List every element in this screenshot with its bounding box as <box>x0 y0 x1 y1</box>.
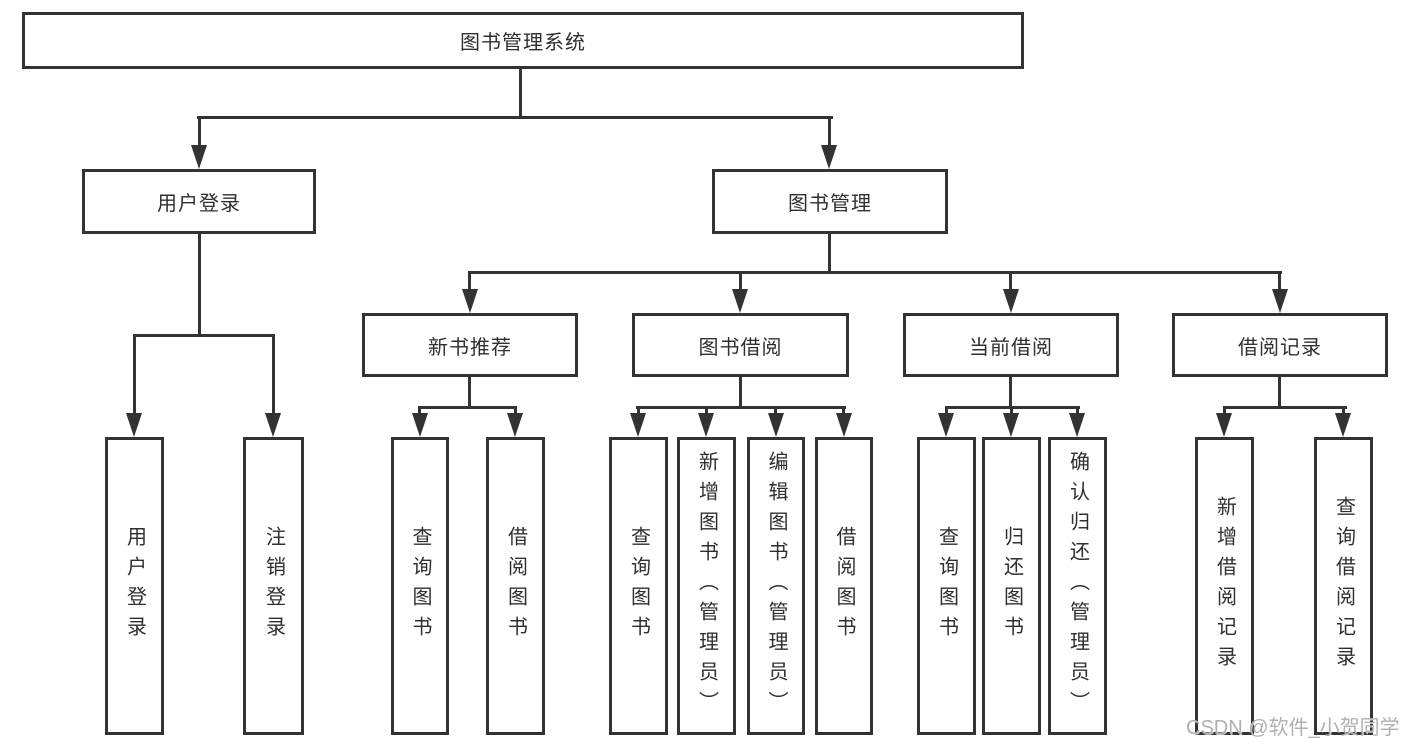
leaf-query-books-borrowing-label: 查询图书 <box>627 526 650 646</box>
connector-userlogin-down <box>198 231 201 337</box>
leaf-user-login-label: 用户登录 <box>123 526 146 646</box>
connector-records-leaf1-stem <box>1223 406 1226 415</box>
connector-borrowing-leaf4-stem <box>842 406 845 415</box>
node-book-borrowing: 图书借阅 <box>632 313 849 377</box>
connector-current-down <box>1009 374 1012 408</box>
node-borrowing-records-label: 借阅记录 <box>1238 336 1322 359</box>
node-current-borrowing-label: 当前借阅 <box>969 336 1053 359</box>
connector-borrowing-leaf1-stem <box>637 406 640 415</box>
node-new-book-recommendation: 新书推荐 <box>362 313 578 377</box>
connector-userlogin-hline <box>133 334 275 337</box>
leaf-confirm-return-admin: 确认归还（管理员） <box>1048 437 1107 735</box>
connector-bookmgmt-stem <box>828 116 831 146</box>
node-book-borrowing-label: 图书借阅 <box>698 336 783 359</box>
connector-userlogin-stem <box>198 116 201 146</box>
connector-leaf-userlogin-stem <box>133 334 136 416</box>
connector-newbook-hline <box>418 406 517 409</box>
node-library-system-label: 图书管理系统 <box>460 32 586 54</box>
leaf-add-books-admin-label: 新增图书（管理员） <box>695 451 718 721</box>
leaf-borrow-books-recommend: 借阅图书 <box>486 437 545 735</box>
leaf-query-books-current-label: 查询图书 <box>935 526 958 646</box>
leaf-query-books-borrowing: 查询图书 <box>609 437 668 735</box>
leaf-user-login: 用户登录 <box>105 437 164 735</box>
arrow-down-borrowing-leaf3 <box>768 413 784 437</box>
connector-records-stem <box>1278 271 1281 292</box>
leaf-borrow-books-recommend-label: 借阅图书 <box>504 526 527 646</box>
connector-newbook-down <box>468 374 471 408</box>
connector-current-leaf3-stem <box>1076 406 1079 415</box>
connector-borrowing-leaf3-stem <box>774 406 777 415</box>
leaf-query-books-current: 查询图书 <box>917 437 976 735</box>
connector-records-down <box>1278 374 1281 408</box>
node-book-management: 图书管理 <box>712 169 948 234</box>
arrow-down-borrowing-leaf2 <box>698 413 714 437</box>
node-book-management-label: 图书管理 <box>788 193 872 215</box>
arrow-down-records-leaf2 <box>1335 413 1351 437</box>
node-borrowing-records: 借阅记录 <box>1172 313 1388 377</box>
leaf-query-books-recommend-label: 查询图书 <box>409 526 431 646</box>
leaf-borrow-books-borrowing-label: 借阅图书 <box>833 526 855 646</box>
connector-root-stem <box>519 66 522 118</box>
connector-newbook-leaf2-stem <box>514 406 517 415</box>
leaf-query-borrow-record: 查询借阅记录 <box>1314 437 1373 735</box>
leaf-query-books-recommend: 查询图书 <box>391 437 449 735</box>
arrow-down-bookmgmt <box>821 145 837 169</box>
leaf-return-books: 归还图书 <box>982 437 1041 735</box>
leaf-return-books-label: 归还图书 <box>1000 526 1023 646</box>
csdn-watermark: CSDN @软件_小贺同学 <box>1186 717 1400 739</box>
connector-level3-hline <box>468 271 1282 274</box>
arrow-down-leaf-logout <box>265 413 281 437</box>
arrow-down-records-leaf1 <box>1216 413 1232 437</box>
connector-current-leaf2-stem <box>1010 406 1013 415</box>
arrow-down-current <box>1003 289 1019 313</box>
arrow-down-borrowing-leaf4 <box>836 413 852 437</box>
leaf-logout-label: 注销登录 <box>262 526 285 646</box>
leaf-edit-books-admin: 编辑图书（管理员） <box>747 437 805 735</box>
arrow-down-newbook-leaf1 <box>412 413 428 437</box>
node-current-borrowing: 当前借阅 <box>903 313 1119 377</box>
connector-borrowing-down <box>739 374 742 408</box>
connector-leaf-logout-stem <box>272 334 275 416</box>
connector-level1-hline <box>197 116 833 119</box>
connector-records-hline <box>1223 406 1347 409</box>
leaf-add-borrow-record-label: 新增借阅记录 <box>1213 496 1236 676</box>
arrow-down-userlogin <box>191 145 207 169</box>
arrow-down-newbook <box>462 289 478 313</box>
node-user-login-label: 用户登录 <box>157 193 241 215</box>
node-user-login: 用户登录 <box>82 169 316 234</box>
connector-records-leaf2-stem <box>1342 406 1345 415</box>
arrow-down-leaf-userlogin <box>126 413 142 437</box>
leaf-logout: 注销登录 <box>243 437 304 735</box>
leaf-confirm-return-admin-label: 确认归还（管理员） <box>1066 451 1089 721</box>
connector-newbook-stem <box>468 271 471 292</box>
connector-newbook-leaf1-stem <box>418 406 421 415</box>
leaf-edit-books-admin-label: 编辑图书（管理员） <box>765 451 787 721</box>
arrow-down-current-leaf1 <box>938 413 954 437</box>
arrow-down-borrowing-leaf1 <box>630 413 646 437</box>
leaf-add-borrow-record: 新增借阅记录 <box>1195 437 1254 735</box>
arrow-down-current-leaf3 <box>1069 413 1085 437</box>
node-new-book-recommendation-label: 新书推荐 <box>428 336 512 359</box>
arrow-down-borrowing <box>732 289 748 313</box>
arrow-down-records <box>1272 289 1288 313</box>
leaf-add-books-admin: 新增图书（管理员） <box>677 437 736 735</box>
node-library-system: 图书管理系统 <box>22 12 1024 69</box>
arrow-down-newbook-leaf2 <box>507 413 523 437</box>
connector-bookmgmt-down <box>828 231 831 274</box>
connector-borrowing-stem <box>739 271 742 292</box>
connector-borrowing-leaf2-stem <box>705 406 708 415</box>
connector-current-stem <box>1009 271 1012 292</box>
arrow-down-current-leaf2 <box>1003 413 1019 437</box>
connector-current-leaf1-stem <box>945 406 948 415</box>
leaf-query-borrow-record-label: 查询借阅记录 <box>1332 496 1355 676</box>
leaf-borrow-books-borrowing: 借阅图书 <box>815 437 873 735</box>
connector-borrowing-hline <box>636 406 846 409</box>
